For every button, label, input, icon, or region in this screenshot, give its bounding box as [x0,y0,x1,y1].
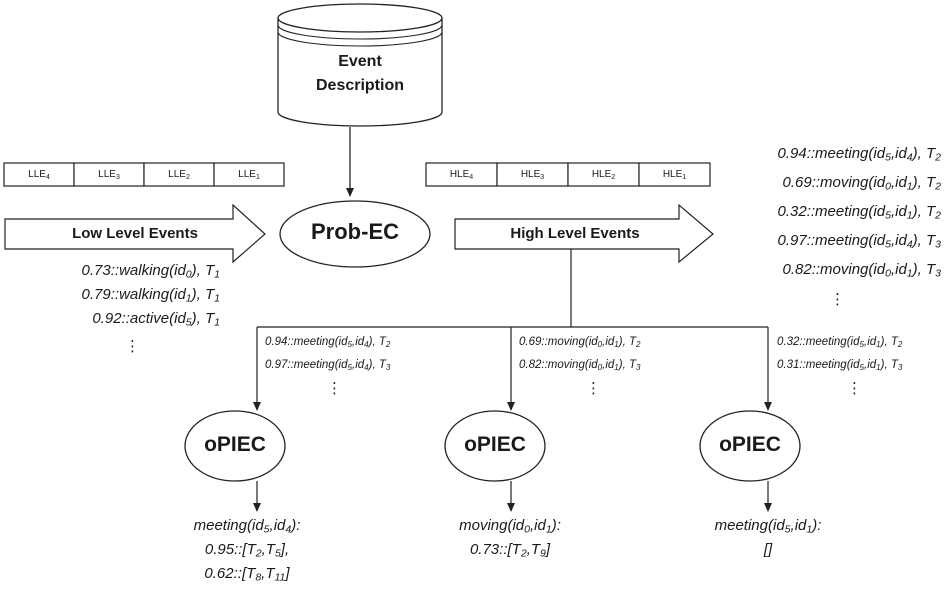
event-description-database [277,3,443,127]
lle-segment-2: LLE2 [168,169,190,181]
branch-input-event: 0.97::meeting(id5,id4), T3 [265,359,391,372]
opiec-node-3 [699,410,801,482]
high-level-event: 0.97::meeting(id5,id4), T3 [777,232,941,251]
branch-result-head: meeting(id5,id4): [193,517,301,536]
high-level-event: 0.69::moving(id0,id1), T2 [782,174,942,193]
opiec-label-3: oPIEC [719,433,781,456]
branch-result-interval: 0.73::[T2,T9] [469,541,551,560]
high-level-ellipsis: ⋮ [830,291,845,308]
distribution-tree [253,249,772,411]
lle-segment-1: LLE1 [238,169,260,181]
low-level-event: 0.92::active(id5), T1 [92,310,220,329]
high-level-events-arrow [454,203,714,264]
prob-ec-node [279,200,431,268]
low-level-event: 0.73::walking(id0), T1 [81,262,220,281]
branch-input-event: 0.69::moving(id0,id1), T2 [519,336,641,349]
opiec-label-2: oPIEC [464,433,526,456]
branch-input-event: 0.82::moving(id0,id1), T3 [519,359,641,372]
database-label-line2: Description [315,77,404,94]
branch-input-ellipsis: ⋮ [327,380,342,397]
opiec-label-1: oPIEC [204,433,266,456]
branch-result-head: moving(id0,id1): [459,517,561,536]
hle-segment-2: HLE2 [591,169,616,181]
high-level-event: 0.32::meeting(id5,id1), T2 [777,203,941,222]
branch-input-event: 0.94::meeting(id5,id4), T2 [265,336,391,349]
branch-result-interval: 0.62::[T8,T11] [204,565,290,584]
high-level-event: 0.82::moving(id0,id1), T3 [782,261,942,280]
database-label-line1: Event [338,53,382,70]
database-label: Event Description [278,50,442,98]
low-level-ellipsis: ⋮ [125,338,140,355]
branch-result-head: meeting(id5,id1): [714,517,822,536]
low-level-events-label: Low Level Events [72,225,198,242]
high-level-events-label: High Level Events [510,225,640,242]
opiec-node-1 [184,410,286,482]
branch-input-ellipsis: ⋮ [847,380,862,397]
hle-segment-3: HLE3 [520,169,545,181]
hle-stream-bar [425,162,711,187]
hle-segment-4: HLE4 [449,169,474,181]
lle-stream-bar [3,162,285,187]
low-level-events-arrow [4,203,266,264]
prob-ec-label: Prob-EC [311,219,399,244]
branch-result-empty: [] [763,541,773,558]
branch-input-ellipsis: ⋮ [586,380,601,397]
lle-segment-3: LLE3 [98,169,120,181]
branch-input-event: 0.32::meeting(id5,id1), T2 [777,336,903,349]
hle-segment-1: HLE1 [662,169,687,181]
opiec-node-2 [444,410,546,482]
lle-segment-4: LLE4 [28,169,50,181]
high-level-event: 0.94::meeting(id5,id4), T2 [777,145,941,164]
branch-result-interval: 0.95::[T2,T5], [204,541,290,560]
branch-input-event: 0.31::meeting(id5,id1), T3 [777,359,903,372]
low-level-event: 0.79::walking(id1), T1 [81,286,220,305]
